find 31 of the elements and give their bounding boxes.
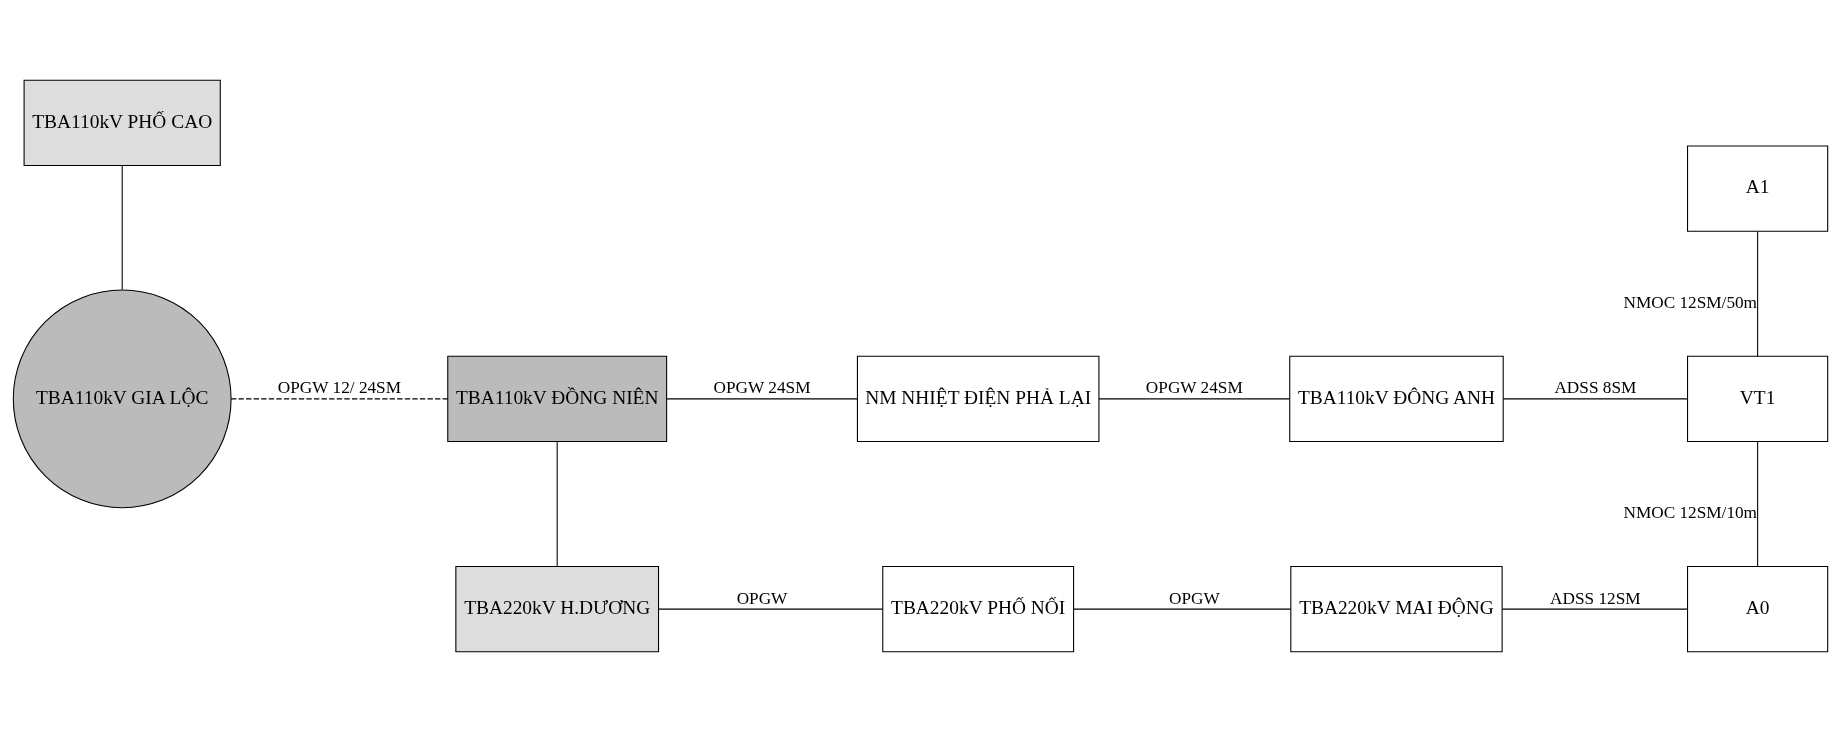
edge-label: NMOC 12SM/50m [1623,292,1758,312]
connector [556,440,558,567]
connector [666,397,858,399]
edge-label: OPGW [1168,588,1220,607]
edge-label: ADSS 8SM [1554,377,1637,397]
node-box: TBA110kV ĐỒNG NIÊN [447,355,668,442]
node-circle: TBA110kV GIA LỘC [12,288,232,508]
connector [658,608,884,610]
edge-label: OPGW 12/ 24SM [277,377,402,397]
connector [1757,230,1759,357]
edge-label: OPGW 24SM [1145,377,1243,397]
connector [1073,608,1292,610]
connector [1502,397,1688,399]
node-box: TBA110kV ĐÔNG ANH [1289,355,1504,442]
connector [230,397,449,399]
connector [1098,397,1291,399]
node-box: TBA220kV MAI ĐỘNG [1290,565,1503,652]
edge-label: OPGW 24SM [713,377,811,397]
node-box: TBA220kV H.DƯƠNG [455,565,660,652]
node-box: TBA220kV PHỐ NỐI [882,565,1075,652]
node-box: VT1 [1687,355,1829,442]
edge-label: ADSS 12SM [1550,588,1641,607]
edge-label: OPGW [736,588,788,607]
connector [1501,608,1688,610]
connector [1757,440,1759,567]
edge-label: NMOC 12SM/10m [1623,502,1758,522]
node-box: TBA110kV PHỐ CAO [23,79,221,166]
connector [121,164,123,290]
node-box: A0 [1687,565,1829,652]
node-box: A1 [1687,145,1829,232]
node-box: NM NHIỆT ĐIỆN PHẢ LẠI [856,355,1100,442]
